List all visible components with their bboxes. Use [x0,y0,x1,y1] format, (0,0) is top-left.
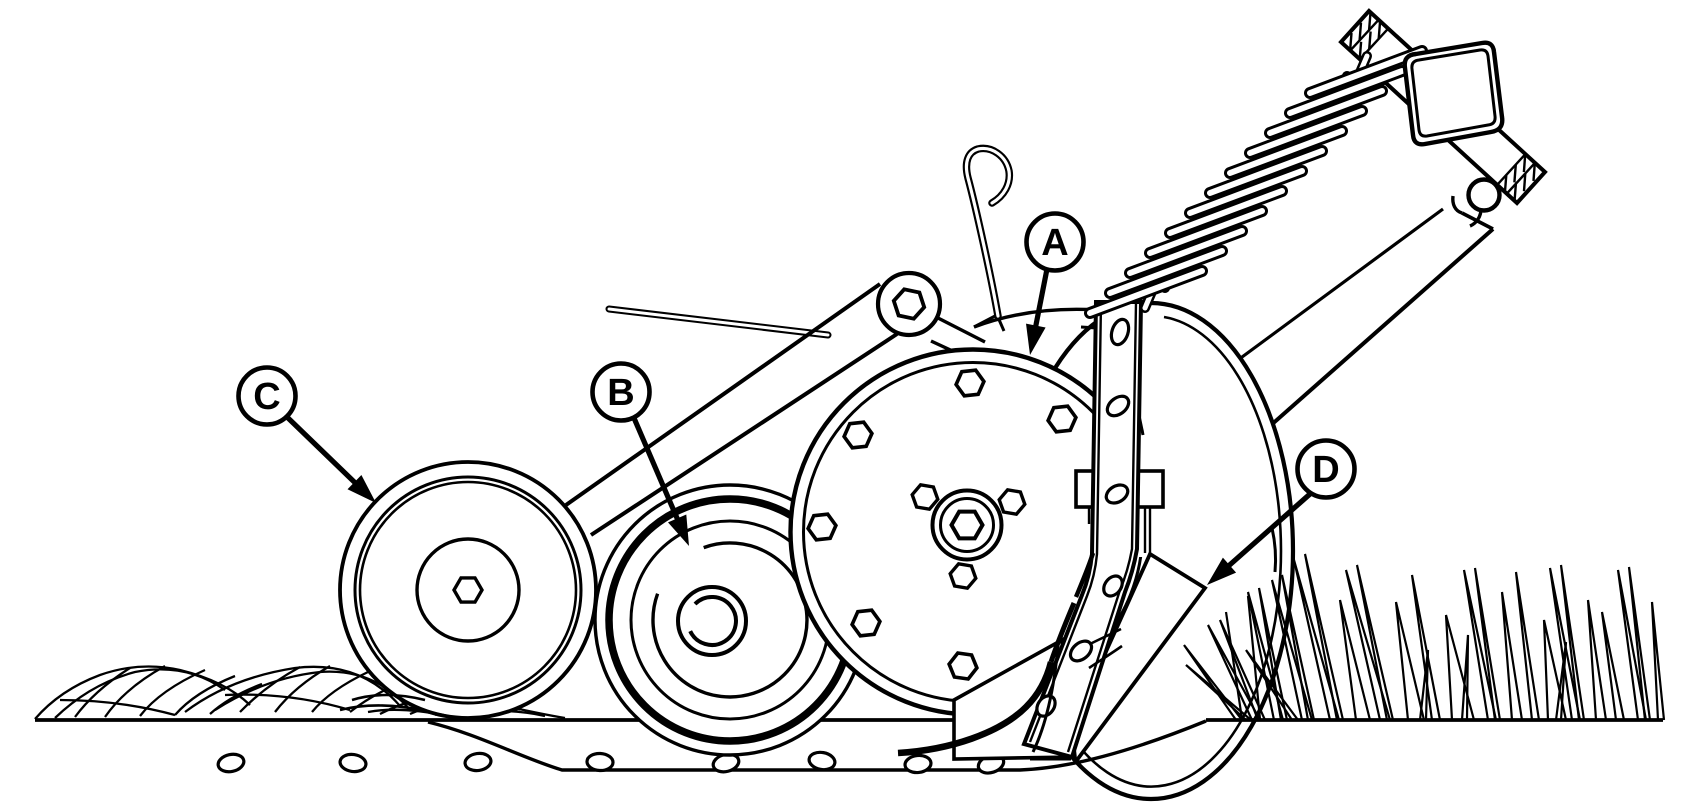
svg-text:B: B [607,372,634,414]
svg-text:C: C [253,376,280,418]
svg-text:A: A [1041,222,1068,264]
svg-text:D: D [1312,449,1339,491]
